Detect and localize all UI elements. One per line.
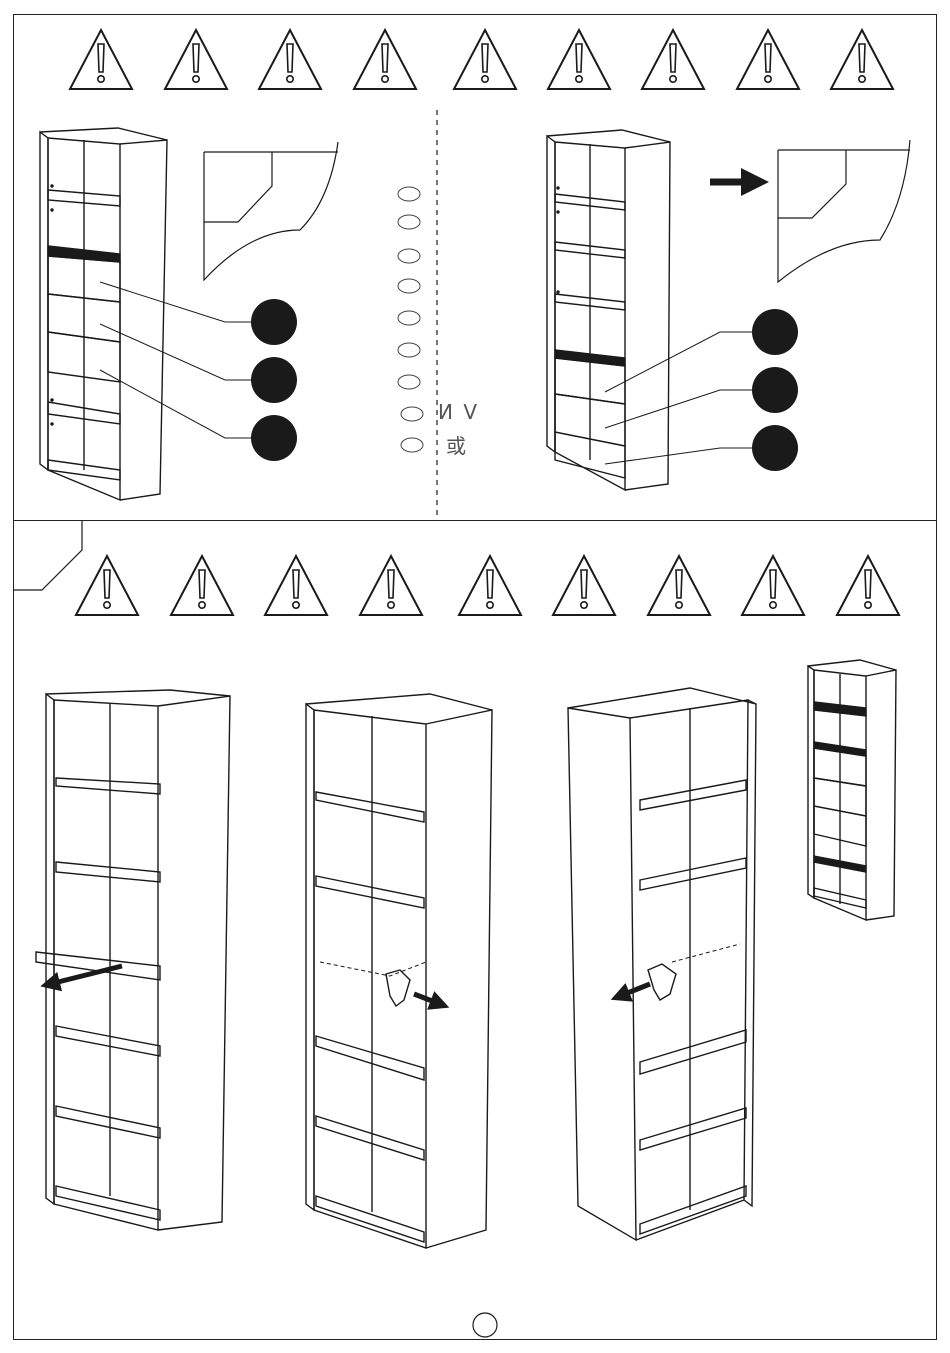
warning-triangle-icon (831, 30, 893, 89)
warning-triangle-icon (265, 556, 327, 615)
choice-oval (398, 215, 420, 229)
arrow-right-icon (414, 994, 440, 1004)
warning-triangle-icon (354, 30, 416, 89)
right-callouts (605, 309, 798, 471)
bookcase-reference-small (808, 660, 896, 920)
choice-oval (398, 311, 420, 325)
part-badge (752, 367, 798, 413)
handwritten-mark: И V (438, 400, 479, 424)
warning-triangle-icon (737, 30, 799, 89)
bookcase-left-diagram (40, 128, 167, 500)
choice-oval (398, 249, 420, 263)
warning-triangle-icon (70, 30, 132, 89)
warning-triangle-icon (171, 556, 233, 615)
part-badge (752, 425, 798, 471)
warning-triangle-icon (459, 556, 521, 615)
warning-triangle-icon (259, 30, 321, 89)
left-callouts (100, 282, 297, 461)
arrow-left-icon (620, 984, 650, 996)
choice-oval (398, 375, 420, 389)
choice-marks (398, 187, 423, 452)
step-remove-shelf (36, 690, 230, 1230)
top-warning-row (70, 30, 893, 89)
part-badge (251, 415, 297, 461)
corner-detail-left (204, 142, 338, 280)
warning-triangle-icon (648, 556, 710, 615)
choice-oval (401, 438, 423, 452)
choice-oval (398, 187, 420, 201)
bookcase-right-diagram (547, 130, 670, 490)
step-insert-connector-right (306, 694, 492, 1248)
part-badge (251, 299, 297, 345)
handwritten-character: 或 (446, 430, 468, 459)
choice-oval (398, 279, 420, 293)
page-number-badge (473, 1313, 497, 1337)
choice-oval (398, 343, 420, 357)
warning-triangle-icon (742, 556, 804, 615)
warning-triangle-icon (553, 556, 615, 615)
warning-triangle-icon (548, 30, 610, 89)
corner-tab (13, 520, 82, 590)
warning-triangle-icon (76, 556, 138, 615)
warning-triangle-icon (165, 30, 227, 89)
warning-triangle-icon (454, 30, 516, 89)
warning-triangle-icon (360, 556, 422, 615)
corner-detail-right (778, 140, 910, 282)
bottom-warning-row (76, 556, 899, 615)
step-insert-connector-left (568, 688, 756, 1240)
part-badge (251, 357, 297, 403)
part-badge (752, 309, 798, 355)
warning-triangle-icon (642, 30, 704, 89)
warning-triangle-icon (837, 556, 899, 615)
choice-oval (401, 407, 423, 421)
